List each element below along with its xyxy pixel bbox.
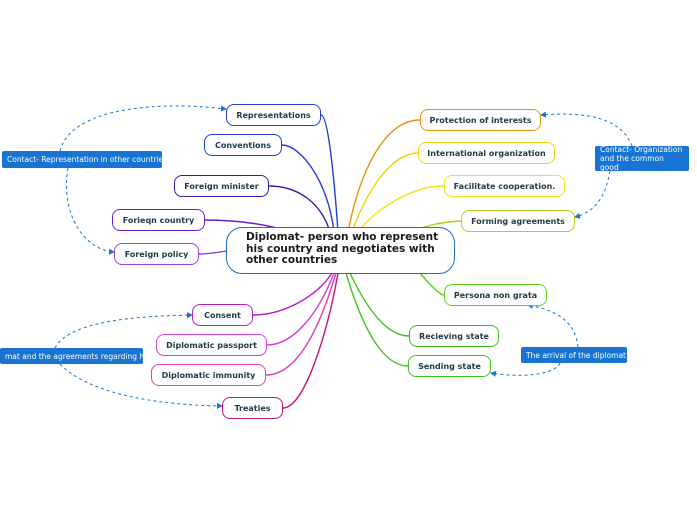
- node-facilitate-cooperation[interactable]: Facilitate cooperation.: [444, 175, 565, 197]
- node-conventions[interactable]: Conventions: [204, 134, 282, 156]
- node-international-organization[interactable]: International organization: [418, 142, 555, 164]
- connector-representations: [320, 114, 339, 233]
- node-representations[interactable]: Representations: [226, 104, 321, 126]
- connector-facilitate-cooperation: [357, 185, 445, 233]
- central-topic[interactable]: Diplomat- person who represent his count…: [226, 227, 455, 274]
- node-foreign-policy[interactable]: Foreign policy: [114, 243, 199, 265]
- node-treaties[interactable]: Treaties: [222, 397, 283, 419]
- central-topic-line-2: his country and negotiates with: [246, 242, 435, 255]
- callout-organization-line-2: and the common good: [600, 154, 664, 171]
- connector-conventions: [281, 144, 335, 233]
- callout-organization-line-1: Contact- Organization: [600, 146, 683, 154]
- relation-representation-to-representations: [59, 105, 227, 152]
- connector-receiving-state: [349, 272, 410, 337]
- connector-diplomatic-passport: [266, 272, 335, 346]
- connector-treaties: [282, 272, 339, 409]
- callout-diplomat-agreements[interactable]: mat and the agreements regarding him: [0, 348, 143, 364]
- relation-arrival-to-persona-non-grata: [527, 302, 579, 348]
- connector-persona-non-grata: [419, 272, 445, 296]
- relation-organization-to-protection: [540, 111, 633, 147]
- central-topic-line-3: other countries: [246, 254, 338, 266]
- relation-arrival-to-sending-state: [490, 362, 561, 377]
- callout-arrival[interactable]: The arrival of the diplomat: [521, 347, 627, 363]
- connector-diplomatic-immunity: [265, 272, 337, 376]
- connector-protection-of-interests: [347, 119, 421, 233]
- callout-representation[interactable]: Contact- Representation in other countri…: [2, 151, 162, 168]
- relation-organization-to-forming-agreements: [574, 170, 611, 219]
- connector-sending-state: [345, 272, 409, 367]
- node-diplomatic-immunity[interactable]: Diplomatic immunity: [151, 364, 266, 386]
- node-forming-agreements[interactable]: Forming agreements: [461, 210, 575, 232]
- node-foreign-minister[interactable]: Foreign minister: [174, 175, 269, 197]
- node-foreign-country[interactable]: Forieqn country: [112, 209, 205, 231]
- node-consent[interactable]: Consent: [192, 304, 253, 326]
- relation-diplomat-to-consent: [54, 312, 193, 349]
- node-receiving-state[interactable]: Recieving state: [409, 325, 499, 347]
- connector-foreign-minister: [268, 185, 331, 233]
- node-sending-state[interactable]: Sending state: [408, 355, 491, 377]
- connector-international-organization: [351, 152, 419, 233]
- callout-organization[interactable]: Contact- Organization and the common goo…: [595, 146, 689, 171]
- node-persona-non-grata[interactable]: Persona non grata: [444, 284, 547, 306]
- relation-representation-to-foreign-policy: [66, 167, 115, 255]
- central-topic-line-1: Diplomat- person who represent: [246, 231, 439, 243]
- node-diplomatic-passport[interactable]: Diplomatic passport: [156, 334, 267, 356]
- node-protection-of-interests[interactable]: Protection of interests: [420, 109, 541, 131]
- connector-consent: [252, 272, 333, 316]
